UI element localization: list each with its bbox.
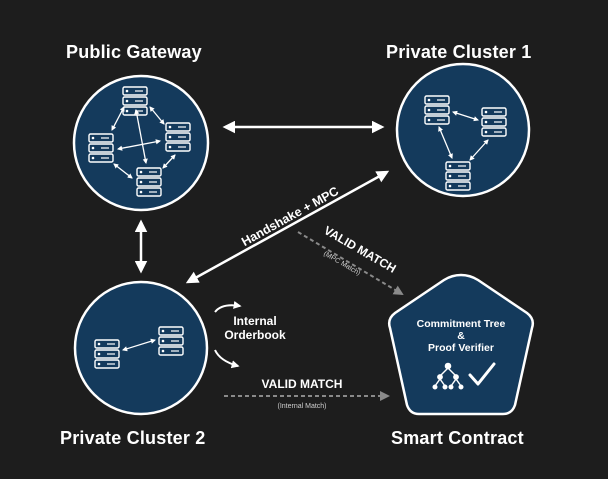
gateway-server-right-icon	[165, 122, 191, 152]
cluster1-server-left-icon	[424, 95, 450, 125]
gateway-mesh-arrows	[111, 106, 176, 179]
tree-icon	[432, 362, 464, 390]
smart-contract-line1: Commitment Tree	[417, 318, 506, 330]
private-cluster-2-title: Private Cluster 2	[60, 428, 206, 448]
cluster2-server-left-icon	[94, 339, 120, 369]
orderbook-curve-bottom	[214, 349, 240, 369]
handshake-label: Handshake + MPC	[239, 184, 341, 249]
smart-contract-line2: &	[457, 330, 465, 342]
cluster1-cluster2-arrow	[185, 170, 390, 284]
cluster1-server-bottom-icon	[445, 161, 471, 191]
cluster1-mesh-arrows	[438, 110, 489, 161]
smart-contract-node	[387, 273, 535, 416]
private-cluster-1-node	[395, 62, 531, 198]
cluster2-mesh-arrow	[122, 338, 156, 352]
internal-orderbook-label-line2: Orderbook	[224, 328, 286, 342]
gateway-server-left-icon	[88, 133, 114, 163]
cluster1-server-right-icon	[481, 107, 507, 137]
orderbook-curve-top	[214, 301, 242, 313]
internal-orderbook-label-line1: Internal	[233, 314, 276, 328]
mpc-match-dashed-arrow	[297, 231, 404, 296]
private-cluster-1-title: Private Cluster 1	[386, 42, 532, 62]
check-icon	[468, 362, 496, 386]
smart-contract-line3: Proof Verifier	[428, 342, 494, 354]
private-cluster-2-node	[73, 280, 209, 416]
gateway-server-bottom-icon	[136, 167, 162, 197]
smart-contract-title: Smart Contract	[391, 428, 524, 448]
public-gateway-title: Public Gateway	[66, 42, 202, 62]
cluster2-server-right-icon	[158, 326, 184, 356]
valid-match-internal-sublabel: (Internal Match)	[277, 403, 326, 410]
valid-match-internal-label: VALID MATCH	[262, 377, 343, 391]
